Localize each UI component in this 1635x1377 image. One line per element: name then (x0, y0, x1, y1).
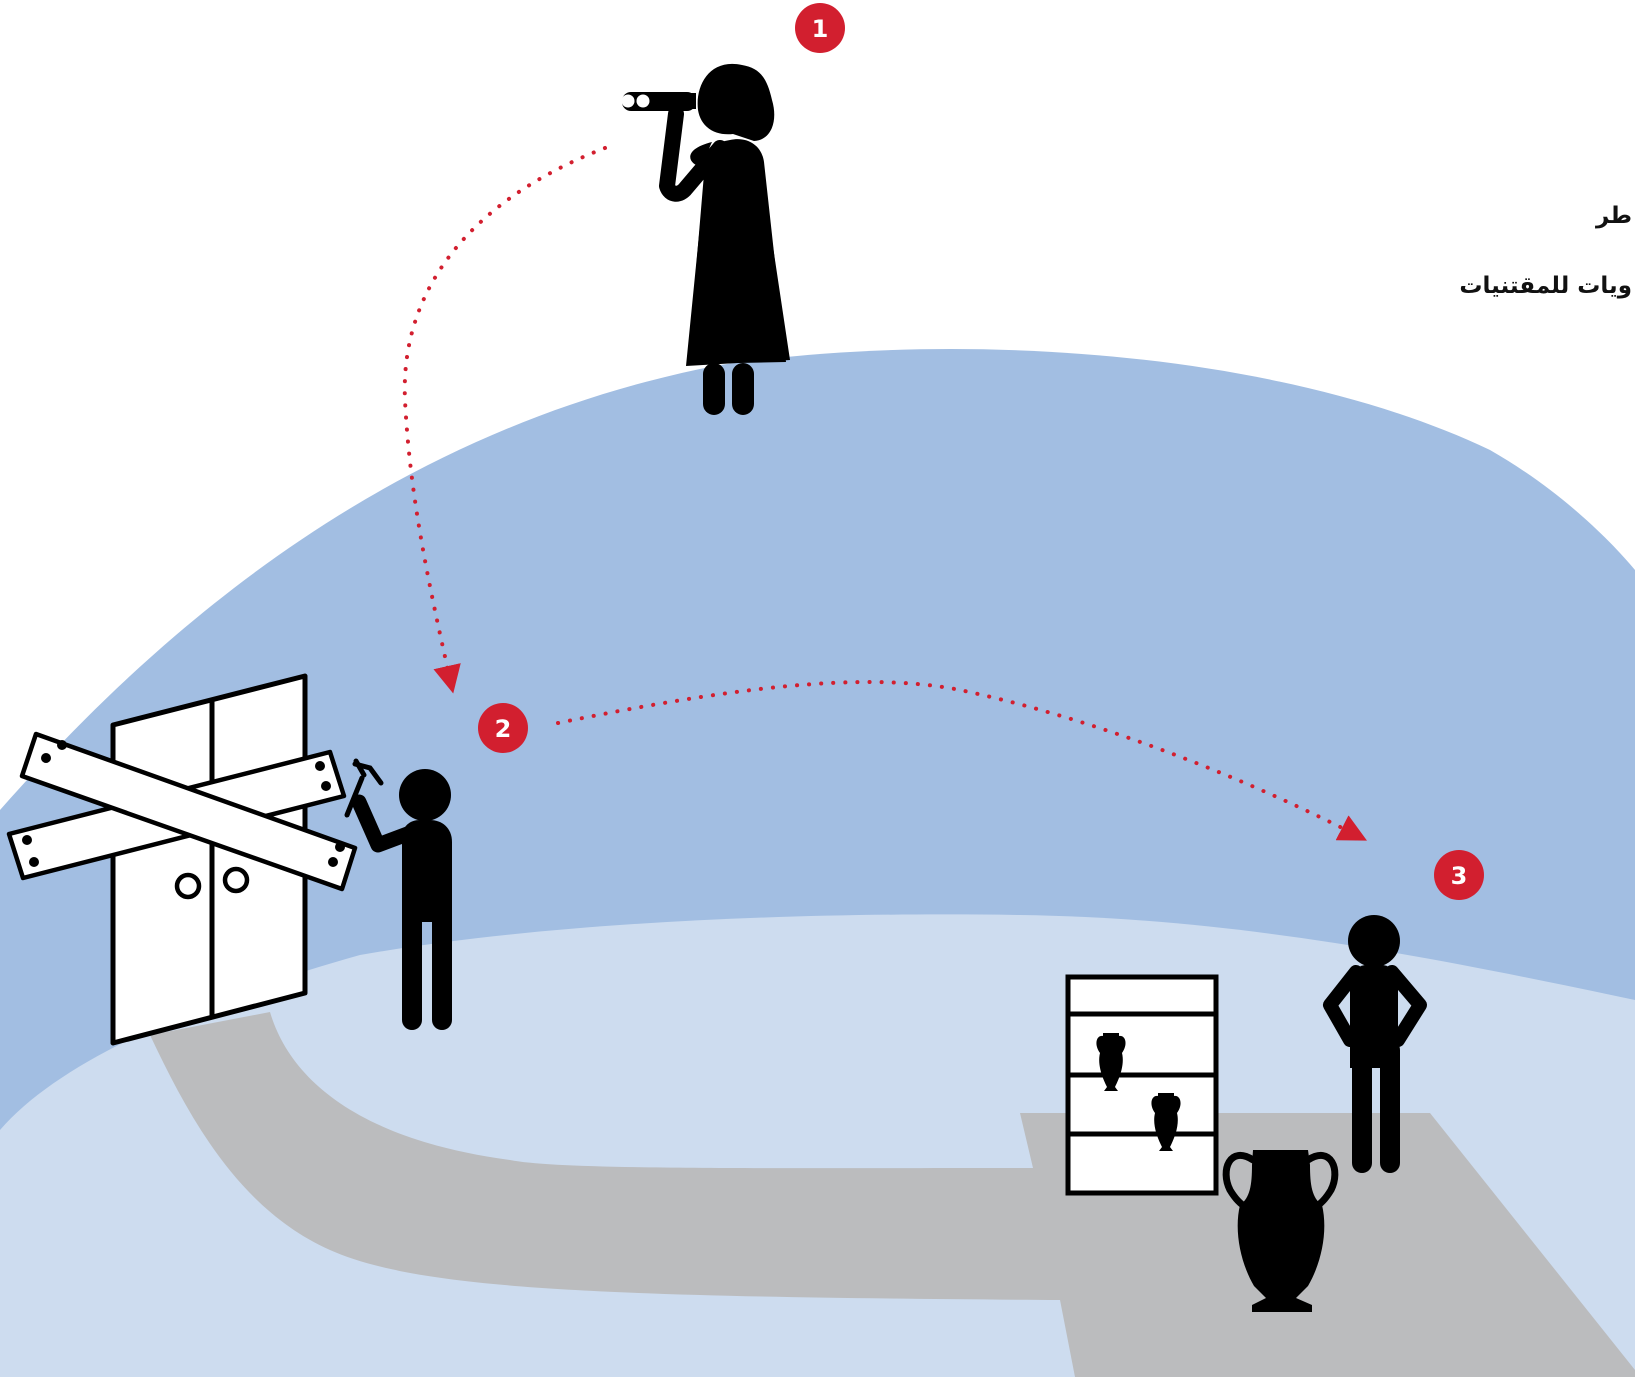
svg-text:2: 2 (495, 715, 512, 743)
svg-text:1: 1 (812, 15, 829, 43)
binoculars-icon (622, 92, 697, 111)
step-marker-3: 3 (1434, 850, 1484, 900)
step-marker-1: 1 (795, 3, 845, 53)
caption-line-2: ويات للمقتنيات (1459, 273, 1632, 299)
display-cabinet-icon (1068, 977, 1216, 1193)
step-marker-2: 2 (478, 703, 528, 753)
svg-text:3: 3 (1451, 862, 1468, 890)
caption-line-1: طر (1596, 203, 1632, 229)
lookout-person (622, 64, 791, 415)
